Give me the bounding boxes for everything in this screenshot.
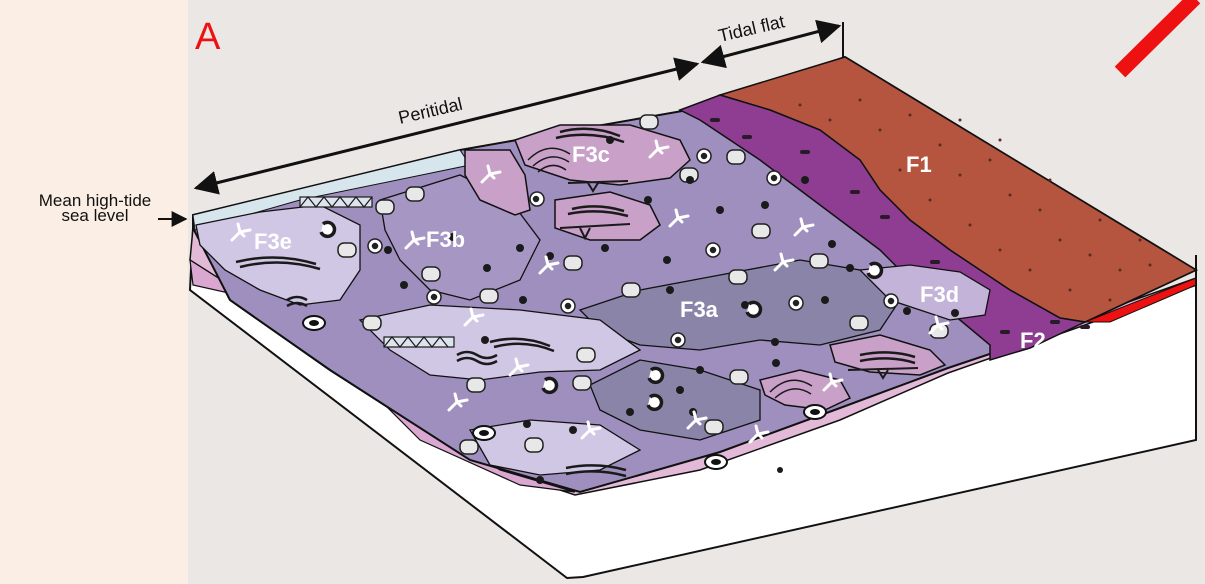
facies-label-f3e: F3e — [254, 229, 292, 254]
facies-label-f3b: F3b — [426, 227, 465, 252]
facies-label-f1: F1 — [906, 152, 932, 177]
facies-label-f3d: F3d — [920, 282, 959, 307]
tidal-flat-label: Tidal flat — [716, 11, 786, 46]
facies-label-f2: F2 — [1020, 328, 1046, 353]
facies-label-f3c: F3c — [572, 142, 610, 167]
red-slash-mark — [1120, 0, 1195, 72]
facies-label-f3a: F3a — [680, 297, 719, 322]
